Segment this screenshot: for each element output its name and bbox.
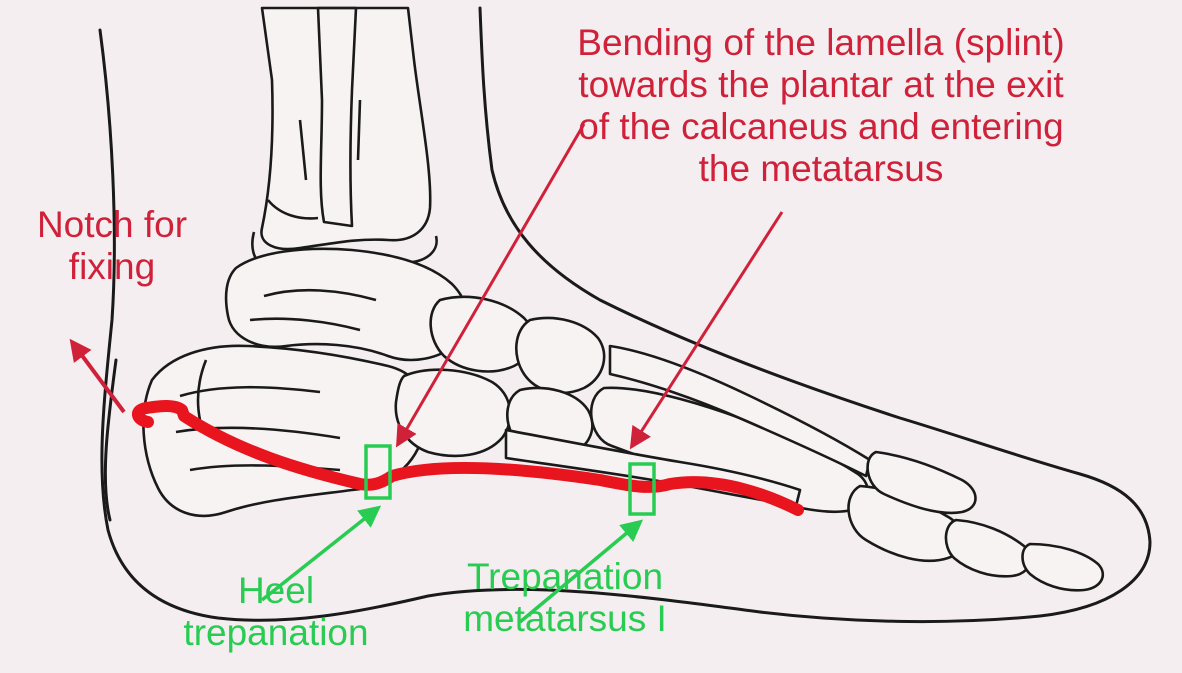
bending-label-line-2: towards the plantar at the exit (512, 64, 1130, 106)
heel-trepanation-label-line-2: trepanation (160, 612, 392, 654)
cuneiform-1 (516, 318, 604, 393)
metatarsus-trepanation-label-line-1: Trepanation (440, 556, 690, 598)
cuboid (396, 370, 511, 456)
heel-trepanation-label-line-1: Heel (160, 570, 392, 612)
notch-label-line-2: fixing (8, 246, 216, 288)
calcaneus (143, 346, 426, 516)
notch-label-line-1: Notch for (8, 204, 216, 246)
metatarsus-trepanation-label: Trepanation metatarsus I (440, 556, 690, 640)
toe-middle-phalanx (946, 520, 1030, 576)
leg-bones (252, 8, 436, 273)
talus (226, 249, 467, 360)
metatarsus-trepanation-label-line-2: metatarsus I (440, 598, 690, 640)
bending-label-line-1: Bending of the lamella (splint) (512, 22, 1130, 64)
heel-trepanation-label: Heel trepanation (160, 570, 392, 654)
phalanges (849, 452, 1103, 590)
toe-distal-phalanx (1023, 544, 1103, 590)
notch-label: Notch for fixing (8, 204, 216, 288)
bending-label-line-4: the metatarsus (512, 148, 1130, 190)
bending-label: Bending of the lamella (splint) towards … (512, 22, 1130, 190)
bending-label-line-3: of the calcaneus and entering (512, 106, 1130, 148)
notch-arrow (72, 342, 124, 412)
